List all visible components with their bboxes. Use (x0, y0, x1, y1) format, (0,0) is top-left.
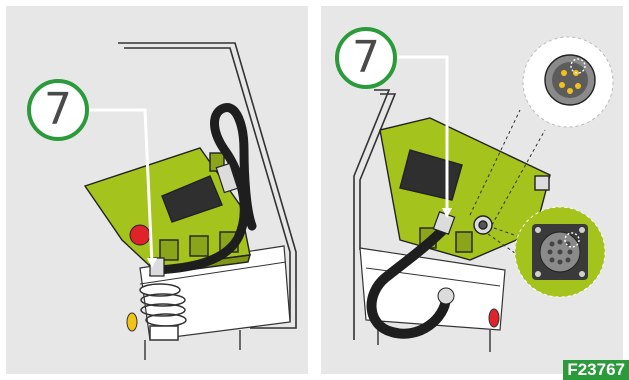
figure-id-badge: F23767 (563, 360, 629, 380)
right-red-knob (489, 309, 499, 327)
step-callout-left: 7 (27, 79, 89, 141)
left-yellow-knob (127, 313, 137, 331)
round-connector-detail (523, 37, 613, 127)
left-red-button (130, 225, 150, 245)
step-callout-right: 7 (335, 27, 397, 89)
square-connector-detail (515, 207, 605, 297)
